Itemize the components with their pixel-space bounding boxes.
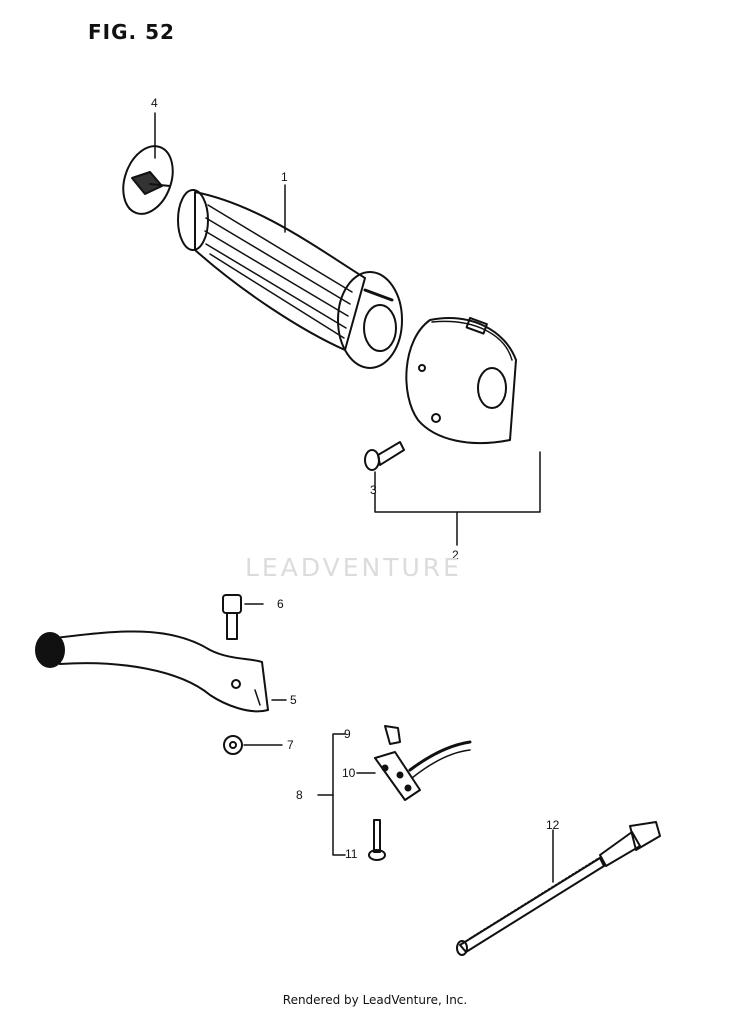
figure-title: FIG. 52 — [88, 20, 175, 44]
bracket-2 — [374, 451, 541, 513]
grip-part — [177, 189, 403, 369]
callout-lever-bolt: 6 — [277, 597, 284, 611]
cap-part — [122, 145, 174, 215]
clip-part — [384, 725, 401, 745]
callout-strap: 12 — [546, 818, 560, 832]
callout-screw: 3 — [370, 483, 377, 497]
callout-lever-nut: 7 — [287, 738, 294, 752]
lever-bolt-part — [222, 594, 264, 640]
watermark: LEADVENTURE — [245, 553, 462, 582]
callout-switch-screw: 11 — [345, 847, 358, 861]
callout-cap: 4 — [151, 96, 158, 110]
callout-clip: 9 — [344, 727, 351, 741]
callout-lever: 5 — [290, 693, 297, 707]
switch-housing-part — [405, 317, 517, 445]
callout-grip: 1 — [281, 170, 288, 184]
switch-part — [374, 740, 472, 801]
callout-switch-set: 8 — [296, 788, 303, 802]
lever-nut-part — [223, 735, 283, 755]
strap-part — [456, 821, 661, 956]
callout-switch-assembly: 2 — [452, 548, 459, 562]
screw-part — [364, 441, 405, 471]
switch-screw-part — [368, 819, 386, 861]
callout-switch: 10 — [342, 766, 356, 780]
bracket-8 — [332, 733, 346, 856]
footer-credit: Rendered by LeadVenture, Inc. — [282, 993, 468, 1007]
lever-part — [35, 630, 269, 713]
